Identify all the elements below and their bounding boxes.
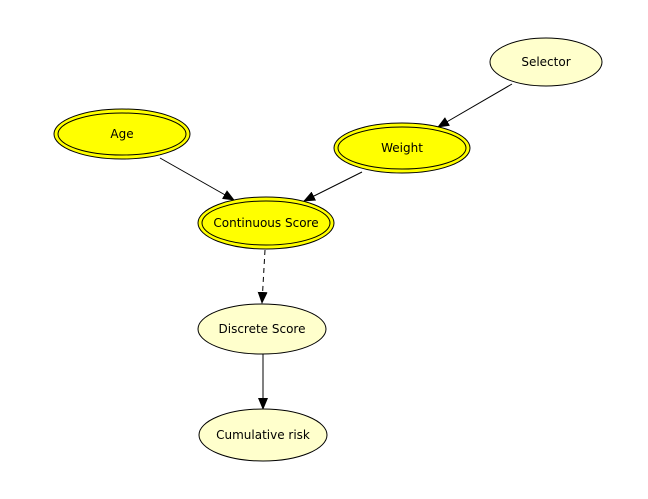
node-age-label: Age <box>110 127 133 141</box>
node-continuous-score-label: Continuous Score <box>213 216 318 230</box>
node-weight[interactable]: Weight <box>333 122 471 174</box>
edge-continuous-score-to-discrete-score <box>257 249 268 304</box>
node-cumulative-risk-label: Cumulative risk <box>216 428 310 442</box>
node-weight-label: Weight <box>381 141 423 155</box>
node-continuous-score[interactable]: Continuous Score <box>197 196 335 250</box>
node-cumulative-risk[interactable]: Cumulative risk <box>198 408 328 462</box>
node-selector-label: Selector <box>521 55 570 69</box>
node-discrete-score-label: Discrete Score <box>219 322 306 336</box>
edge-weight-to-continuous-score <box>303 171 363 202</box>
edges <box>159 83 513 410</box>
node-age[interactable]: Age <box>53 108 191 160</box>
node-selector[interactable]: Selector <box>489 37 603 87</box>
edge-selector-to-weight <box>437 83 513 128</box>
edge-age-to-continuous-score <box>159 157 235 201</box>
node-discrete-score[interactable]: Discrete Score <box>197 303 327 355</box>
